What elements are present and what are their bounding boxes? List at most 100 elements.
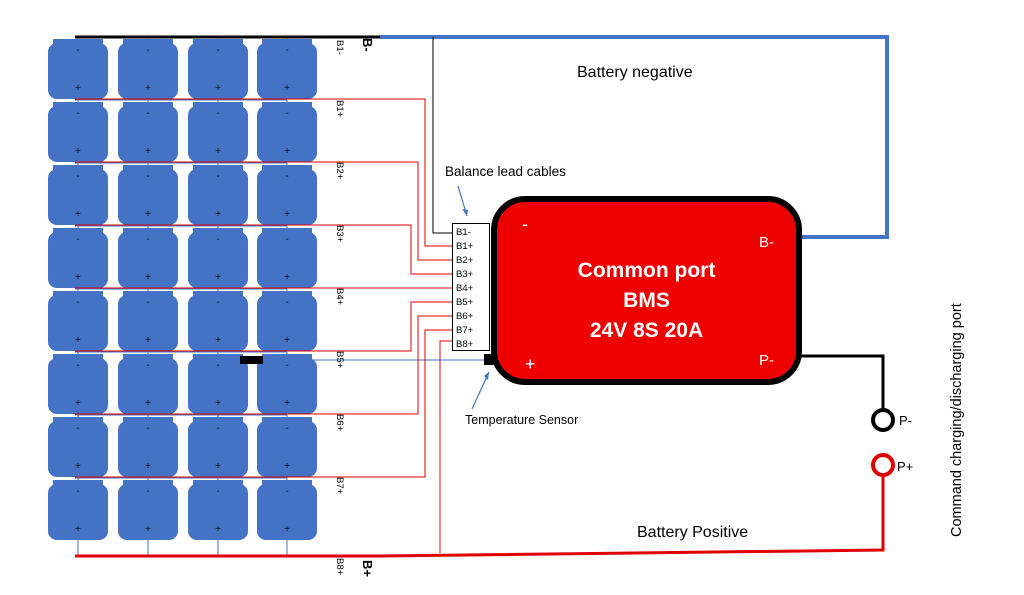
cell-body bbox=[257, 421, 317, 477]
cell-cap bbox=[193, 165, 243, 170]
cell-minus-mark: - bbox=[285, 234, 288, 245]
battery-cell: -+ bbox=[118, 228, 178, 288]
battery-cell: -+ bbox=[48, 102, 108, 162]
balance-lead-wires bbox=[75, 98, 453, 478]
row-tap-label: B1+ bbox=[334, 100, 345, 118]
cell-plus-mark: + bbox=[284, 83, 290, 94]
cell-body bbox=[188, 295, 248, 351]
cell-plus-mark: + bbox=[215, 524, 221, 535]
cell-plus-mark: + bbox=[75, 83, 81, 94]
cell-cap bbox=[123, 291, 173, 296]
battery-cell: -+ bbox=[118, 417, 178, 477]
row-tap-label: B2+ bbox=[334, 162, 345, 180]
cell-cap bbox=[123, 165, 173, 170]
battery-cell: -+ bbox=[48, 39, 108, 99]
cell-plus-mark: + bbox=[145, 209, 151, 220]
battery-negative-label: Battery negative bbox=[577, 64, 693, 81]
cell-cap bbox=[123, 228, 173, 233]
battery-cell: -+ bbox=[48, 228, 108, 288]
row-tap-label: B6+ bbox=[334, 414, 345, 432]
cell-cap bbox=[262, 291, 312, 296]
connector-pin-label: B2+ bbox=[456, 255, 474, 266]
cell-minus-mark: - bbox=[216, 360, 219, 371]
battery-cell: -+ bbox=[188, 228, 248, 288]
cell-cap bbox=[123, 354, 173, 359]
cell-body bbox=[118, 43, 178, 99]
cell-minus-mark: - bbox=[216, 108, 219, 119]
wiring bbox=[75, 35, 889, 558]
connector-pin-label: B5+ bbox=[456, 297, 474, 308]
p-plus-label: P+ bbox=[897, 459, 914, 474]
battery-cell: -+ bbox=[257, 417, 317, 477]
cell-minus-mark: - bbox=[146, 108, 149, 119]
row-tap-label: B1- bbox=[334, 40, 345, 55]
balance-lead-wire bbox=[75, 315, 453, 415]
connector-pin-label: B6+ bbox=[456, 311, 474, 322]
battery-positive-wire bbox=[379, 476, 885, 558]
cell-cap bbox=[123, 480, 173, 485]
battery-cell: -+ bbox=[188, 39, 248, 99]
cell-plus-mark: + bbox=[284, 524, 290, 535]
p-minus-terminal-icon bbox=[871, 408, 895, 432]
row-tap-label: B8+ bbox=[334, 558, 345, 576]
cell-plus-mark: + bbox=[75, 335, 81, 346]
cell-cap bbox=[193, 291, 243, 296]
cell-body bbox=[257, 295, 317, 351]
bms-title-line1: Common port bbox=[577, 259, 716, 282]
cell-plus-mark: + bbox=[215, 461, 221, 472]
cell-body bbox=[188, 358, 248, 414]
cell-minus-mark: - bbox=[146, 423, 149, 434]
cell-body bbox=[48, 232, 108, 288]
cell-minus-mark: - bbox=[285, 108, 288, 119]
connector-pin-label: B7+ bbox=[456, 325, 474, 336]
connector-pin-label: B8+ bbox=[456, 339, 474, 350]
cell-cap bbox=[53, 417, 103, 422]
cell-minus-mark: - bbox=[285, 486, 288, 497]
cell-minus-mark: - bbox=[76, 486, 79, 497]
cell-minus-mark: - bbox=[76, 171, 79, 182]
battery-cell-grid: -+-+-+-+-+-+-+-+-+-+-+-+-+-+-+-+-+-+-+-+… bbox=[48, 37, 317, 556]
cell-body bbox=[48, 358, 108, 414]
balance-lead-wire bbox=[75, 224, 453, 275]
p-minus-label: P- bbox=[899, 413, 912, 428]
cell-plus-mark: + bbox=[75, 398, 81, 409]
cell-cap bbox=[123, 39, 173, 44]
cell-body bbox=[48, 43, 108, 99]
cell-body bbox=[48, 421, 108, 477]
cell-plus-mark: + bbox=[75, 272, 81, 283]
bms-p-minus-terminal: P- bbox=[759, 352, 774, 369]
cell-cap bbox=[262, 165, 312, 170]
cell-body bbox=[257, 106, 317, 162]
bms-title-line2: BMS bbox=[623, 289, 670, 312]
cell-body bbox=[118, 421, 178, 477]
cell-body bbox=[118, 169, 178, 225]
balance-connector: B1-B1+B2+B3+B4+B5+B6+B7+B8+ bbox=[452, 223, 490, 351]
main-b-minus-label: B- bbox=[360, 38, 375, 52]
bms-plus-terminal: + bbox=[525, 354, 536, 374]
cell-cap bbox=[262, 102, 312, 107]
cell-plus-mark: + bbox=[145, 398, 151, 409]
battery-cell: -+ bbox=[188, 354, 248, 414]
battery-cell: -+ bbox=[118, 291, 178, 351]
b8-plus-lead bbox=[439, 340, 453, 553]
cell-body bbox=[118, 484, 178, 540]
balance-lead-cables-label: Balance lead cables bbox=[445, 164, 566, 179]
battery-cell: -+ bbox=[257, 291, 317, 351]
cell-plus-mark: + bbox=[284, 146, 290, 157]
cell-minus-mark: - bbox=[285, 297, 288, 308]
cell-body bbox=[48, 484, 108, 540]
cell-cap bbox=[53, 102, 103, 107]
cell-body bbox=[118, 295, 178, 351]
cell-cap bbox=[53, 291, 103, 296]
connector-pin-label: B3+ bbox=[456, 269, 474, 280]
cell-plus-mark: + bbox=[145, 83, 151, 94]
cell-body bbox=[48, 106, 108, 162]
battery-negative-wire bbox=[380, 35, 889, 239]
cell-cap bbox=[193, 354, 243, 359]
cell-minus-mark: - bbox=[216, 423, 219, 434]
balance-lead-arrowhead bbox=[462, 209, 468, 216]
cell-cap bbox=[123, 102, 173, 107]
cell-body bbox=[257, 169, 317, 225]
balance-lead-wire bbox=[75, 161, 453, 261]
bms-board: - B- Common port BMS 24V 8S 20A + P- bbox=[491, 196, 802, 385]
